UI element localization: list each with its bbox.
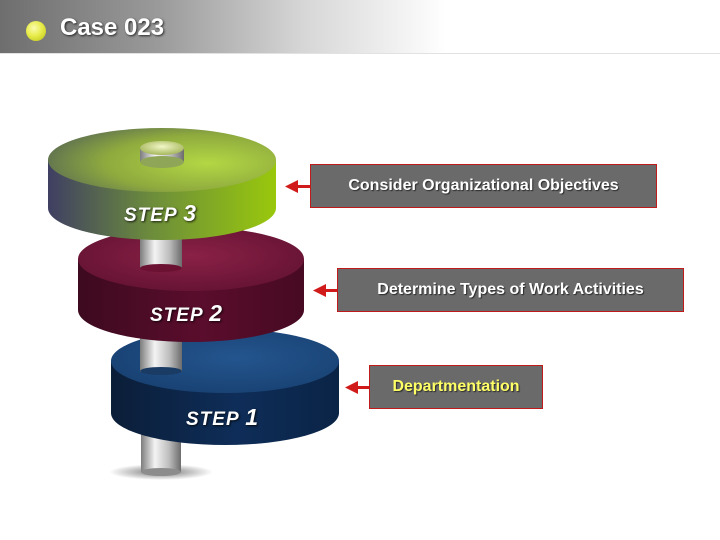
step-2-description: Determine Types of Work Activities — [377, 281, 644, 298]
arrow-step-3 — [285, 180, 310, 193]
yellow-bullet-icon — [26, 21, 46, 41]
top-cap — [140, 141, 184, 168]
step-3-description: Consider Organizational Objectives — [348, 177, 619, 194]
header-divider — [0, 53, 720, 54]
header-bar: Case 023 — [0, 0, 720, 54]
step-2-word: STEP — [150, 305, 203, 326]
step-1-word: STEP — [186, 409, 239, 430]
step-2-disc — [78, 227, 304, 342]
step-2-number: 2 — [209, 300, 223, 326]
step-2-label: STEP 2 — [150, 300, 223, 327]
step-3-description-box: Consider Organizational Objectives — [310, 164, 657, 208]
step-3-number: 3 — [183, 200, 197, 226]
step-1-label: STEP 1 — [186, 404, 259, 431]
step-2-description-box: Determine Types of Work Activities — [337, 268, 684, 312]
step-1-number: 1 — [245, 404, 259, 430]
arrow-step-1 — [345, 381, 370, 394]
step-3-label: STEP 3 — [124, 200, 197, 227]
arrow-step-2 — [313, 284, 337, 297]
step-3-word: STEP — [124, 205, 177, 226]
step-1-description: Departmentation — [392, 378, 520, 395]
step-1-description-box: Departmentation — [369, 365, 543, 409]
slide-title: Case 023 — [60, 14, 165, 41]
